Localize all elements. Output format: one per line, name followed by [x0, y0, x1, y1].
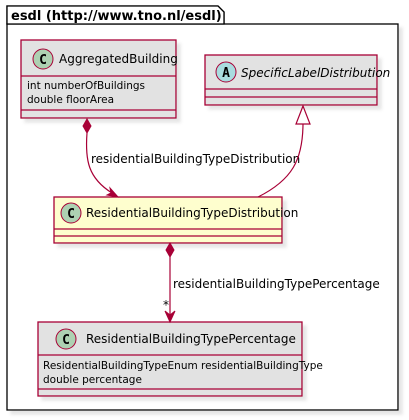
class-name: ResidentialBuildingTypeDistribution — [86, 206, 298, 220]
arrow-head — [164, 310, 176, 324]
class-box — [53, 196, 283, 244]
class-name: AggregatedBuilding — [59, 52, 178, 66]
relation-composition-percentage: residentialBuildingTypePercentage * — [163, 241, 380, 324]
relation-generalization — [257, 104, 311, 198]
arrow-head — [105, 186, 120, 198]
class-stereotype-letter: C — [39, 53, 47, 68]
attribute-floor-area: double floorArea — [27, 94, 114, 106]
relation-label: residentialBuildingTypeDistribution — [91, 152, 300, 166]
attribute-number-of-buildings: int numberOfBuildings — [27, 80, 145, 92]
class-stereotype-letter: A — [222, 66, 230, 81]
package-title: esdl (http://www.tno.nl/esdl) — [11, 9, 222, 24]
composition-diamond — [82, 117, 92, 135]
class-specific-label-distribution[interactable]: A SpecificLabelDistribution — [204, 54, 390, 106]
class-residential-building-type-distribution[interactable]: C ResidentialBuildingTypeDistribution — [53, 196, 298, 244]
class-stereotype-icon — [32, 48, 54, 70]
class-stereotype-icon — [55, 328, 77, 350]
composition-diamond — [165, 241, 175, 259]
class-name: SpecificLabelDistribution — [241, 66, 390, 80]
attribute-residential-building-type: ResidentialBuildingTypeEnum residentialB… — [43, 360, 323, 372]
abstract-stereotype-icon — [215, 61, 237, 83]
class-stereotype-letter: C — [62, 333, 70, 348]
attribute-percentage: double percentage — [43, 374, 142, 386]
relation-composition-distribution: residentialBuildingTypeDistribution — [82, 117, 300, 198]
class-aggregated-building[interactable]: C AggregatedBuilding int numberOfBuildin… — [20, 39, 178, 119]
relation-multiplicity: * — [163, 298, 169, 312]
inheritance-triangle — [295, 104, 311, 125]
generalization-line — [257, 122, 304, 198]
class-stereotype-icon — [60, 202, 82, 224]
class-stereotype-letter: C — [67, 207, 75, 222]
class-name: ResidentialBuildingTypePercentage — [86, 332, 296, 346]
class-residential-building-type-percentage[interactable]: C ResidentialBuildingTypePercentage Resi… — [37, 321, 323, 397]
class-box — [37, 321, 303, 397]
composition-line — [85, 132, 113, 194]
relation-label: residentialBuildingTypePercentage — [173, 277, 380, 291]
